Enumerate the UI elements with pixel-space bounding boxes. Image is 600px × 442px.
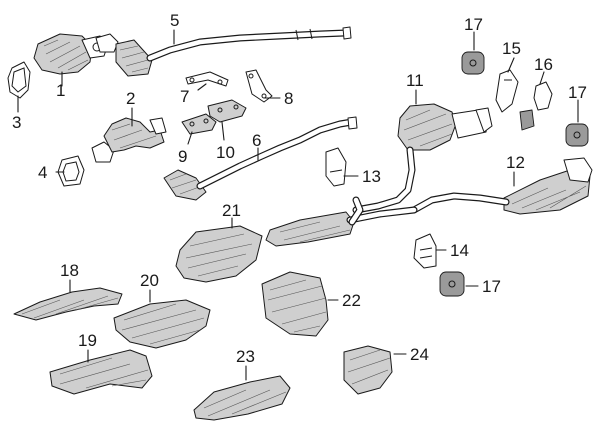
part-15-hanger[interactable] [495, 69, 519, 113]
callout-2: 2 [126, 89, 135, 108]
part-20-heat-shield[interactable] [113, 299, 211, 349]
part-8-bracket[interactable] [245, 69, 273, 103]
part-18-heat-shield[interactable] [13, 287, 123, 321]
part-16-hanger[interactable] [519, 81, 553, 131]
part-9-bracket[interactable] [181, 113, 217, 135]
callout-20: 20 [140, 271, 159, 290]
center-pipe-resonator[interactable] [265, 196, 418, 247]
callout-17-bottom: 17 [482, 277, 501, 296]
callout-5: 5 [170, 11, 179, 30]
part-12-muffler[interactable] [410, 157, 593, 215]
part-23-heat-shield[interactable] [193, 375, 291, 421]
callout-4: 4 [38, 163, 47, 182]
leader-lines [17, 29, 579, 381]
part-6-pipe[interactable] [163, 116, 358, 201]
part-21-heat-shield[interactable] [175, 225, 263, 283]
part-5-front-pipe[interactable] [95, 26, 352, 77]
callout-3: 3 [12, 113, 21, 132]
part-10-bracket[interactable] [207, 99, 247, 123]
part-11-muffler[interactable] [352, 103, 493, 214]
part-4-gasket[interactable] [57, 155, 85, 187]
part-17-mount-top[interactable] [461, 51, 485, 75]
callout-9: 9 [178, 147, 187, 166]
callout-8: 8 [284, 89, 293, 108]
callout-24: 24 [410, 345, 429, 364]
part-17-mount-right[interactable] [565, 123, 589, 147]
callout-18: 18 [60, 261, 79, 280]
part-2-intermediate-pipe[interactable] [91, 117, 167, 163]
callout-1: 1 [56, 81, 65, 100]
callout-17-top: 17 [464, 15, 483, 34]
callout-11: 11 [406, 71, 424, 90]
callout-23: 23 [236, 347, 255, 366]
callout-22: 22 [342, 291, 361, 310]
callout-7: 7 [180, 87, 189, 106]
part-14-bracket[interactable] [413, 233, 437, 269]
part-3-gasket[interactable] [7, 61, 31, 99]
callout-15: 15 [502, 39, 521, 58]
callout-16: 16 [534, 55, 553, 74]
callout-10: 10 [216, 143, 235, 162]
part-19-heat-shield[interactable] [49, 349, 153, 395]
part-13-hanger[interactable] [325, 147, 347, 187]
part-24-heat-shield[interactable] [343, 345, 393, 395]
callout-14: 14 [450, 241, 469, 260]
part-22-heat-shield[interactable] [261, 271, 329, 337]
callout-17-right: 17 [568, 83, 587, 102]
callout-13: 13 [362, 167, 381, 186]
part-17-mount-bottom[interactable] [439, 271, 465, 297]
callout-12: 12 [506, 153, 525, 172]
part-7-bracket[interactable] [185, 71, 229, 87]
callout-19: 19 [78, 331, 97, 350]
callout-6: 6 [252, 131, 261, 150]
callout-21: 21 [222, 201, 241, 220]
